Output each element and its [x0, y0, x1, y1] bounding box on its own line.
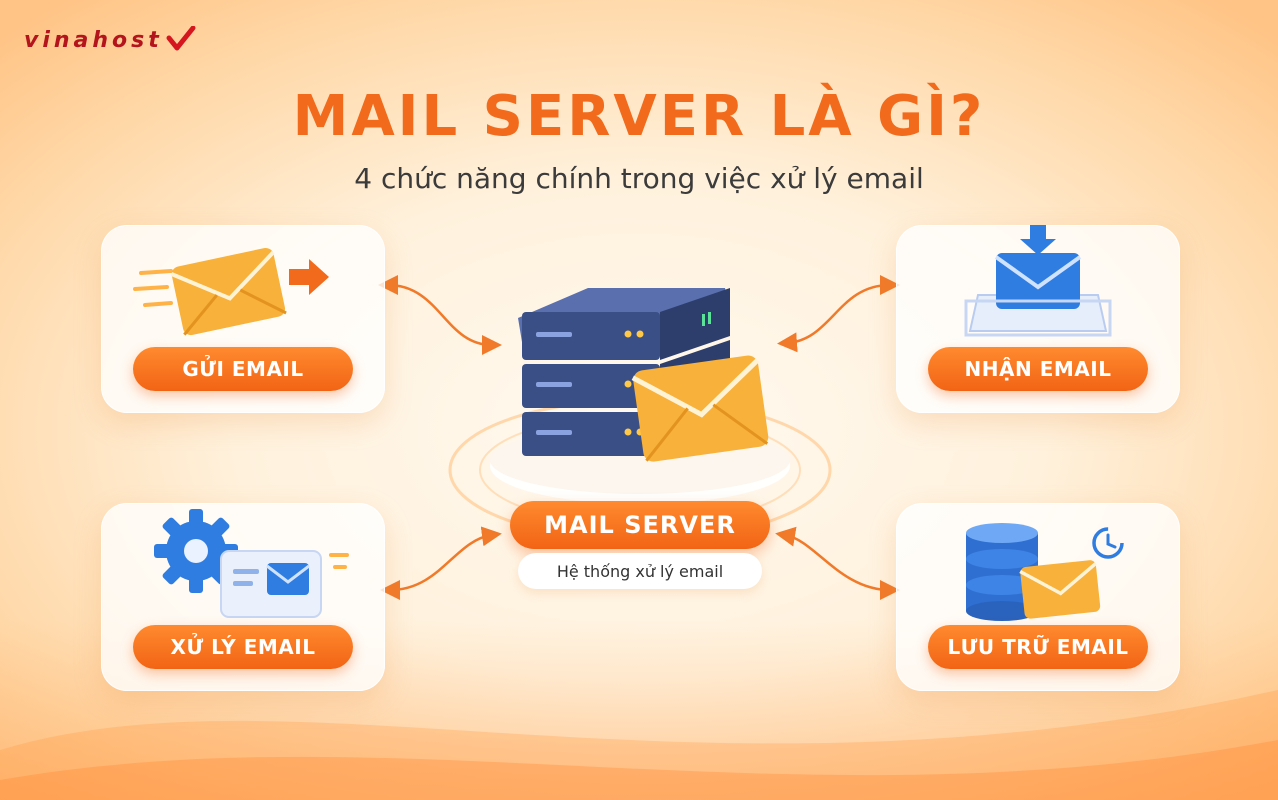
card-send-email: GỬI EMAIL	[101, 225, 385, 413]
envelope-icon	[631, 355, 769, 462]
logo-text: vinahost	[24, 27, 163, 53]
card-store-email: LƯU TRỮ EMAIL	[896, 503, 1180, 691]
arrow-process	[380, 526, 502, 600]
page-subtitle: 4 chức năng chính trong việc xử lý email	[354, 162, 924, 195]
process-email-label: XỬ LÝ EMAIL	[133, 625, 353, 669]
database-email-icon	[966, 523, 1124, 621]
card-process-email: XỬ LÝ EMAIL	[101, 503, 385, 691]
gear-email-icon	[154, 509, 349, 618]
arrow-store	[775, 526, 900, 600]
mail-server-illustration	[448, 288, 832, 530]
send-email-label: GỬI EMAIL	[133, 347, 353, 391]
mail-server-label: MAIL SERVER	[510, 501, 770, 549]
receive-email-label: NHẬN EMAIL	[928, 347, 1148, 391]
inbox-tray-icon	[964, 225, 1112, 337]
brand-logo: vinahost	[24, 22, 197, 58]
page-title: MAIL SERVER LÀ GÌ?	[292, 84, 986, 149]
store-email-label: LƯU TRỮ EMAIL	[928, 625, 1148, 669]
card-receive-email: NHẬN EMAIL	[896, 225, 1180, 413]
check-mark-icon	[166, 26, 196, 51]
server-icon	[518, 288, 730, 456]
mail-server-sublabel: Hệ thống xử lý email	[518, 553, 762, 589]
send-envelope-icon	[133, 247, 329, 336]
